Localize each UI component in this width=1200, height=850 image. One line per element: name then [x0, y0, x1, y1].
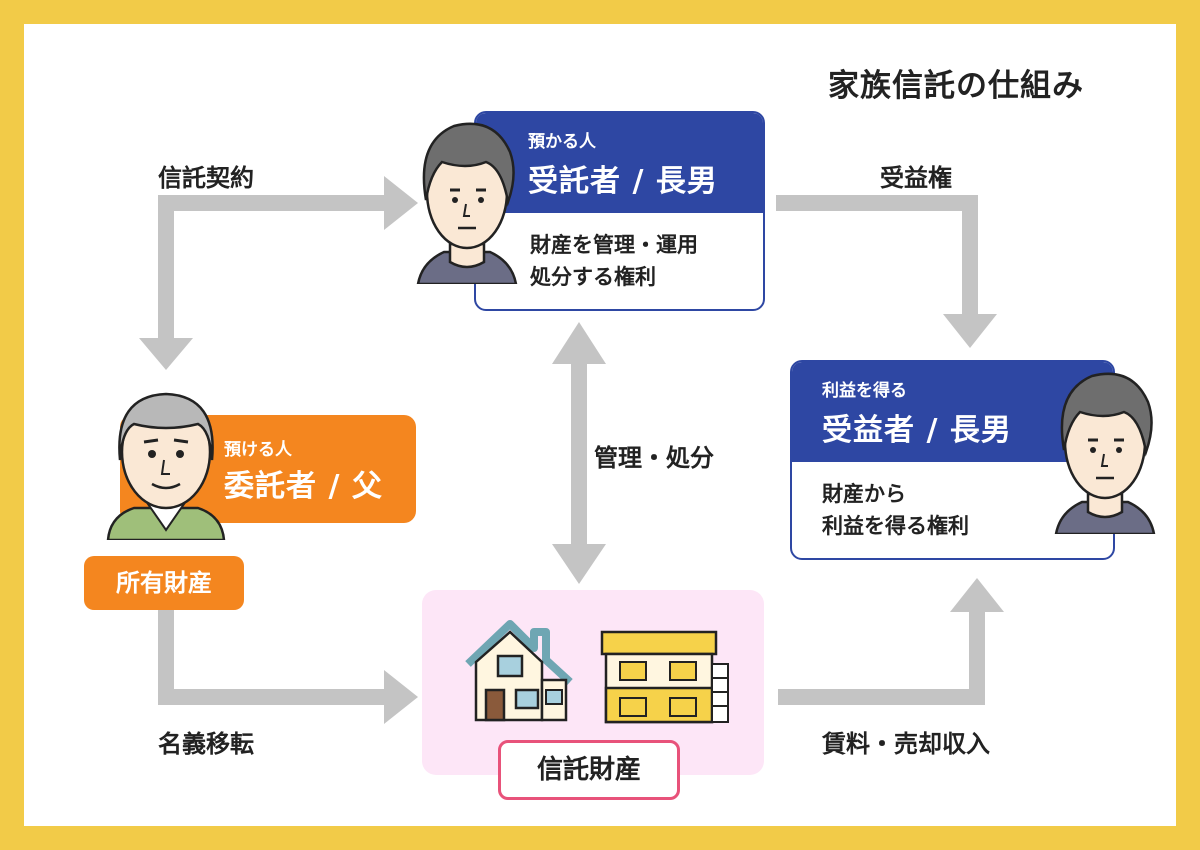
beneficiary-desc-line1: 財産から [822, 482, 906, 506]
label-name-transfer: 名義移転 [158, 730, 254, 758]
trust-property-tag: 信託財産 [498, 740, 680, 800]
arrow-contract-right [158, 195, 384, 360]
arrow-income [778, 610, 985, 705]
beneficiary-description: 財産から 利益を得る権利 [792, 462, 1113, 542]
trustee-role-main: 受託者 / 長男 [528, 164, 718, 199]
trustee-role-sub: 預かる人 [528, 132, 596, 152]
trustee-desc-line2: 処分する権利 [530, 265, 656, 289]
beneficiary-card-header: 利益を得る 受益者 / 長男 [792, 362, 1113, 462]
owned-property-tag: 所有財産 [84, 556, 244, 610]
house-icon [465, 620, 573, 722]
apartment-icon [600, 630, 729, 724]
arrow-name-transfer [158, 610, 384, 705]
beneficiary-desc-line2: 利益を得る権利 [822, 514, 969, 538]
label-beneficial-right: 受益権 [880, 164, 952, 192]
beneficiary-role-sub: 利益を得る [822, 381, 907, 401]
settlor-role-sub: 預ける人 [224, 440, 292, 460]
label-trust-contract: 信託契約 [158, 164, 254, 192]
beneficiary-role-main: 受益者 / 長男 [822, 413, 1012, 448]
label-income: 賃料・売却収入 [822, 730, 990, 758]
trustee-person-icon [416, 122, 518, 284]
settlor-role-main: 委託者 / 父 [224, 469, 383, 504]
trustee-card: 預かる人 受託者 / 長男 財産を管理・運用 処分する権利 [474, 111, 765, 311]
arrow-beneficial-right [776, 195, 978, 322]
trustee-description: 財産を管理・運用 処分する権利 [476, 213, 763, 293]
trustee-card-header: 預かる人 受託者 / 長男 [476, 113, 763, 213]
settlor-person-icon [106, 392, 226, 540]
diagram-title: 家族信託の仕組み [828, 68, 1084, 104]
trustee-desc-line1: 財産を管理・運用 [530, 233, 698, 257]
label-management: 管理・処分 [594, 444, 714, 472]
beneficiary-person-icon [1054, 372, 1156, 534]
